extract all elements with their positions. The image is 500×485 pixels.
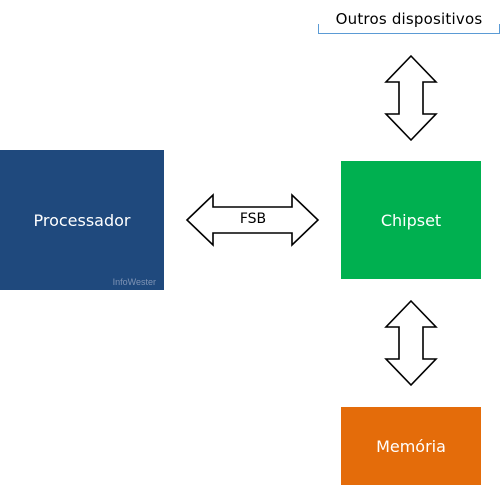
watermark: InfoWester <box>112 277 156 287</box>
other-devices-label: Outros dispositivos <box>335 10 483 28</box>
chipset-memory-arrow-icon <box>384 299 438 387</box>
chipset-label: Chipset <box>380 210 442 230</box>
other-devices-chipset-arrow-icon <box>384 54 438 142</box>
fsb-arrow-icon <box>185 193 320 247</box>
chipset-block: Chipset <box>341 161 481 279</box>
processor-label: Processador <box>33 210 131 230</box>
memory-label: Memória <box>376 436 446 456</box>
fsb-label: FSB <box>239 211 267 227</box>
memory-block: Memória <box>341 407 481 485</box>
processor-block: Processador InfoWester <box>0 150 164 290</box>
